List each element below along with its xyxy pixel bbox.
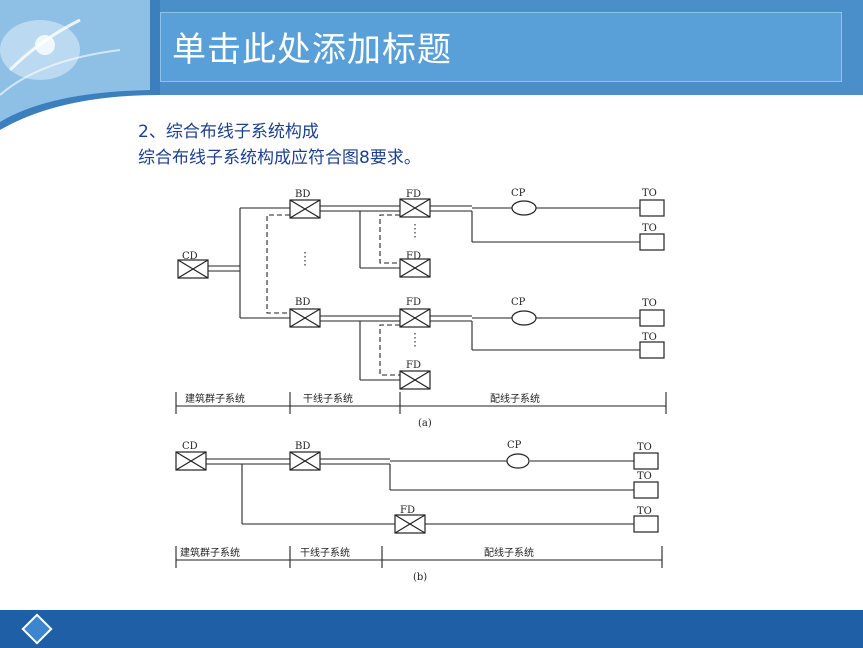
to-box-2 (639, 233, 665, 251)
cd-box-b (175, 451, 207, 471)
label-cp-bottom: CP (511, 297, 526, 308)
label-to-3: TO (642, 298, 657, 309)
section-subheading: 综合布线子系统构成应符合图8要求。 (138, 148, 421, 168)
to-box-b1 (633, 452, 659, 470)
to-box-b2 (633, 481, 659, 499)
cp-node-b (506, 453, 530, 469)
bd-box-top (289, 199, 321, 219)
label-cd: CD (182, 251, 198, 262)
cp-node-bottom (511, 310, 537, 326)
label-cd-b: CD (182, 441, 198, 452)
title-panel (160, 12, 842, 82)
label-to-b1: TO (637, 442, 652, 453)
fd-box-4 (399, 370, 431, 390)
header-decoration (0, 0, 160, 130)
label-cp-b: CP (507, 440, 522, 451)
label-to-4: TO (642, 332, 657, 343)
slide-title[interactable]: 单击此处添加标题 (172, 30, 452, 70)
bd-box-bottom (289, 308, 321, 328)
fd-box-1 (399, 198, 431, 218)
label-fd-2: FD (406, 251, 421, 262)
label-bd-b: BD (295, 441, 310, 452)
footer-bar (0, 610, 863, 648)
to-box-4 (639, 341, 665, 359)
to-box-3 (639, 309, 665, 327)
to-box-1 (639, 199, 665, 217)
label-bd-bottom: BD (295, 297, 310, 308)
caption-b: (b) (413, 572, 427, 583)
label-cp-top: CP (511, 188, 526, 199)
label-fd-4: FD (406, 360, 421, 371)
caption-a: (a) (418, 418, 432, 429)
label-to-2: TO (642, 223, 657, 234)
label-fd-b: FD (400, 505, 415, 516)
zone-label-backbone-b: 干线子系统 (300, 546, 350, 559)
label-to-b3: TO (637, 506, 652, 517)
zone-label-campus-b: 建筑群子系统 (180, 546, 240, 559)
fd-box-3 (399, 308, 431, 328)
fd-box-b (394, 514, 426, 534)
zone-label-backbone-a: 干线子系统 (303, 392, 353, 405)
label-to-1: TO (642, 188, 657, 199)
zone-label-campus-a: 建筑群子系统 (185, 392, 245, 405)
zone-label-horizontal-b: 配线子系统 (484, 546, 534, 559)
to-box-b3 (633, 515, 659, 533)
section-heading: 2、综合布线子系统构成 (138, 122, 319, 142)
label-fd-3: FD (406, 297, 421, 308)
zone-label-horizontal-a: 配线子系统 (490, 392, 540, 405)
label-to-b2: TO (637, 471, 652, 482)
label-bd-top: BD (295, 189, 310, 200)
bd-box-b (289, 451, 321, 471)
cd-box (177, 259, 209, 279)
cp-node-top (511, 200, 537, 216)
label-fd-1: FD (406, 189, 421, 200)
